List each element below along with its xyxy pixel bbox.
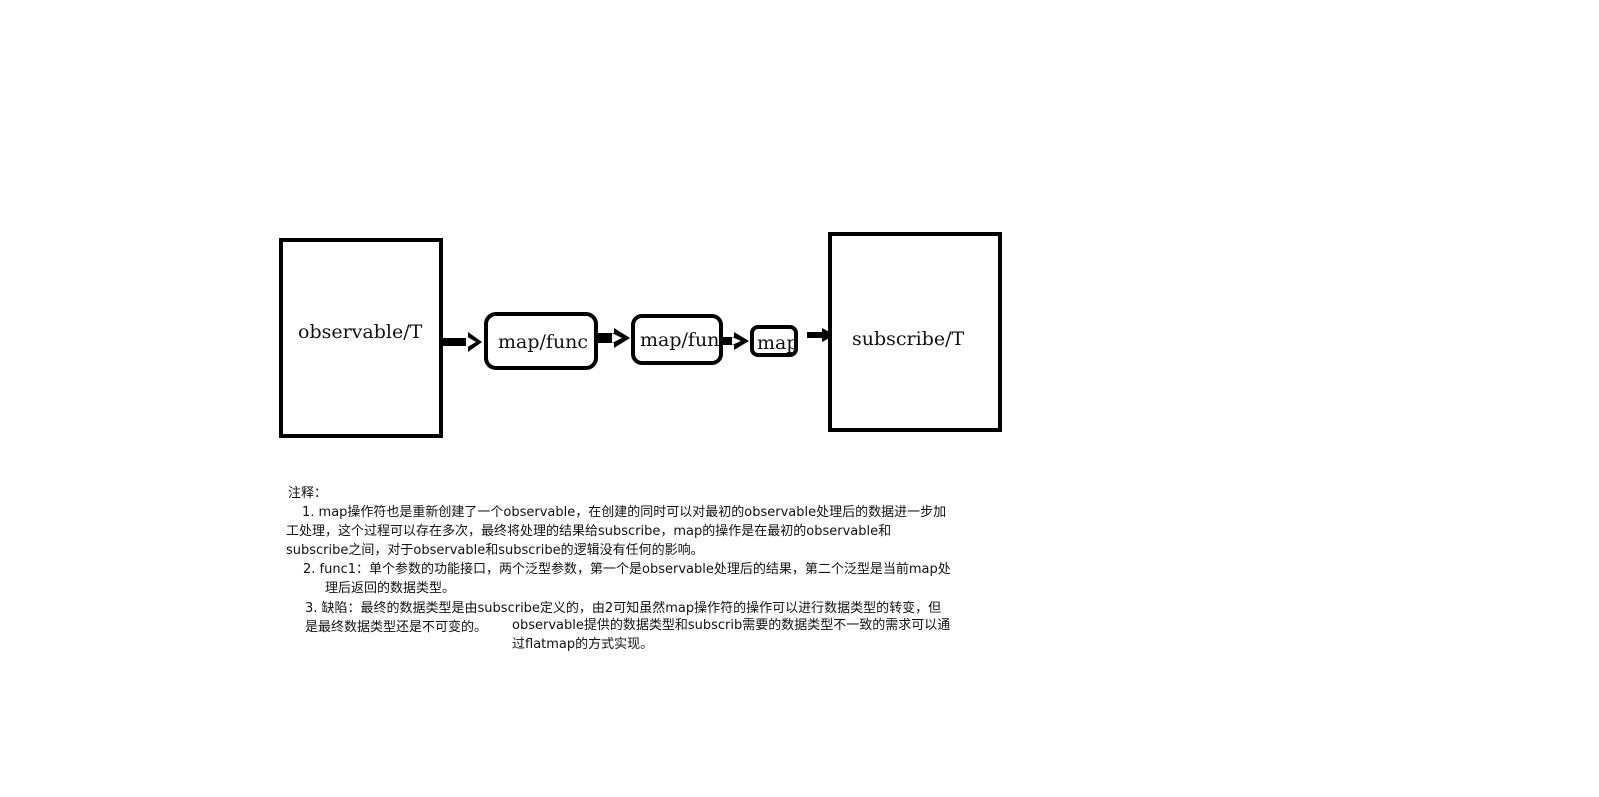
note-3-line-1: 3. 缺陷：最终的数据类型是由subscribe定义的，由2可知虽然map操作符… xyxy=(305,601,942,616)
map-fun-box: map/fun xyxy=(631,314,723,365)
note-3-line-4: 过flatmap的方式实现。 xyxy=(512,637,654,652)
map-box: map xyxy=(750,325,799,357)
map-label: map xyxy=(757,332,799,354)
note-3-line-3: observable提供的数据类型和subscrib需要的数据类型不一致的需求可… xyxy=(512,618,951,633)
note-1-line-3: subscribe之间，对于observable和subscribe的逻辑没有任… xyxy=(286,543,704,558)
subscribe-box: subscribe/T xyxy=(828,232,1002,432)
arrow-map1-to-map2 xyxy=(597,328,630,348)
observable-box: observable/T xyxy=(279,238,443,438)
map-func-box: map/func xyxy=(484,312,598,370)
arrow-map2-to-map3 xyxy=(722,332,749,350)
note-1-line-1: 1. map操作符也是重新创建了一个observable，在创建的同时可以对最初… xyxy=(302,505,947,520)
note-2-line-1: 2. func1：单个参数的功能接口，两个泛型参数，第一个是observable… xyxy=(303,562,951,577)
subscribe-label: subscribe/T xyxy=(852,328,965,350)
map-fun-label: map/fun xyxy=(640,329,719,351)
note-1-line-2: 工处理，这个过程可以存在多次，最终将处理的结果给subscribe，map的操作… xyxy=(286,524,892,539)
observable-label: observable/T xyxy=(298,321,423,343)
note-3-line-2: 是最终数据类型还是不可变的。 xyxy=(305,620,488,635)
note-2-line-2: 理后返回的数据类型。 xyxy=(325,581,456,596)
notes-title: 注释： xyxy=(288,486,328,501)
map-func-label: map/func xyxy=(498,331,588,353)
arrow-observable-to-map1 xyxy=(441,332,482,352)
